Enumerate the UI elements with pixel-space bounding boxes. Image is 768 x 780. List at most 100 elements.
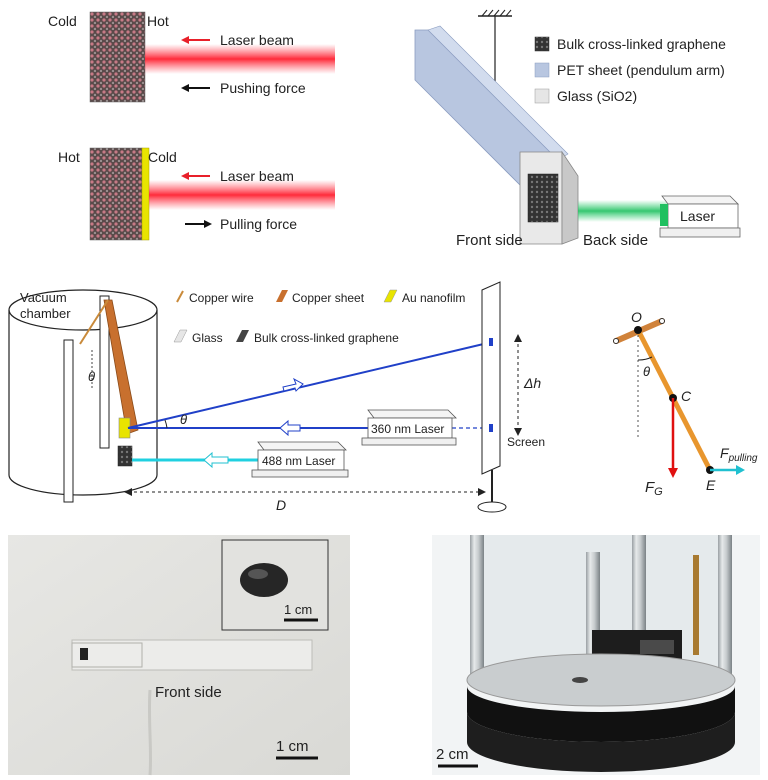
label-fg: FG — [645, 479, 663, 498]
graphene-photo — [80, 648, 88, 660]
screen-spot-top — [489, 338, 493, 346]
distance-label: D — [276, 497, 286, 513]
panel-a: Cold Hot Laser beam Pushing force Hot Co… — [48, 11, 335, 241]
photo-e-shadow-line — [147, 689, 153, 776]
laser-beam-bottom — [149, 180, 335, 210]
laser-488-label: 488 nm Laser — [262, 454, 335, 468]
front-side-label: Front side — [456, 232, 523, 249]
pushing-force-label: Pushing force — [220, 80, 306, 96]
pet-strip — [71, 639, 313, 671]
panel-d: O θ C E FG Fpulling — [613, 309, 758, 498]
laser-aperture — [660, 204, 668, 226]
screen-panel — [481, 281, 501, 475]
gravity-arrowhead — [668, 468, 678, 478]
laser-488-top — [257, 441, 347, 451]
delta-h-arrowhead-top — [514, 334, 522, 342]
base-plate — [466, 653, 736, 707]
reflected-blue-beam — [127, 341, 493, 429]
laser-base — [659, 227, 741, 238]
sample-bottom — [89, 147, 143, 241]
panel-b: Laser Front side Back side Bulk cross-li… — [414, 9, 741, 249]
incident-beam-arrow — [279, 419, 301, 437]
screen-spot-bottom — [489, 424, 493, 432]
pushing-arrowhead — [181, 84, 189, 92]
delta-h-label: Δh — [523, 375, 541, 391]
legend-label-copper-wire: Copper wire — [189, 291, 254, 305]
pet-sheet-side — [427, 25, 569, 161]
rod-right — [99, 295, 110, 449]
chamber-bottom — [8, 474, 158, 496]
laser-360-label: 360 nm Laser — [371, 422, 444, 436]
label-c: C — [681, 388, 692, 404]
legend-label-graphene-c: Bulk cross-linked graphene — [254, 331, 399, 345]
laser-360-top — [367, 409, 457, 419]
screen-label: Screen — [507, 435, 545, 449]
base-ring-lower — [467, 712, 735, 772]
distance-arrowhead-right — [478, 488, 486, 496]
laser-488-base — [251, 469, 349, 478]
glass-frame-side — [561, 150, 579, 245]
copper-wire — [79, 299, 109, 345]
legend-label-graphene: Bulk cross-linked graphene — [557, 36, 726, 52]
theta-arc-d — [637, 356, 653, 361]
legend-label-copper-sheet: Copper sheet — [292, 291, 365, 305]
base-hole — [572, 677, 588, 683]
pulling-force-label: Pulling force — [220, 216, 297, 232]
laser-beam-label-top: Laser beam — [220, 32, 294, 48]
panel-e-photo: Front side 1 cm 1 cm — [8, 535, 350, 776]
legend-label-glass-c: Glass — [192, 331, 223, 345]
theta-label-beam: θ — [180, 412, 187, 427]
pulling-force-arrowhead — [736, 465, 745, 475]
cold-label-top: Cold — [48, 13, 77, 29]
distance-arrowhead-left — [124, 488, 132, 496]
legend-label-glass: Glass (SiO2) — [557, 88, 637, 104]
legend-label-au: Au nanofilm — [402, 291, 465, 305]
front-side-photo-label: Front side — [155, 684, 222, 701]
laser-360-base — [361, 437, 457, 446]
label-o: O — [631, 309, 642, 325]
theta-arc — [164, 419, 168, 429]
scale-label-e: 1 cm — [276, 738, 309, 755]
reflected-beam-arrow — [282, 377, 304, 392]
base-ring — [467, 686, 735, 742]
laser-arrowhead-bottom — [181, 172, 189, 180]
graphene-block — [527, 173, 559, 223]
label-fpulling: Fpulling — [720, 445, 758, 464]
point-o — [634, 326, 642, 334]
cold-label-bottom: Cold — [148, 149, 177, 165]
ceiling-hatch — [481, 9, 512, 17]
legend-swatch-graphene-c — [236, 330, 249, 342]
legend-swatch-au — [383, 289, 398, 303]
label-e: E — [706, 477, 716, 493]
sample-holder-slot — [640, 640, 674, 654]
laser-beam-label-bottom: Laser beam — [220, 168, 294, 184]
laser-arrowhead-top — [181, 36, 189, 44]
inset-graphene-chunk — [240, 563, 288, 597]
back-side-label: Back side — [583, 232, 648, 249]
pulling-arrowhead — [204, 220, 212, 228]
legend-swatch-copper-wire — [176, 290, 184, 303]
pivot-left — [613, 338, 619, 344]
legend-swatch-copper-sheet — [276, 290, 288, 302]
laser-label: Laser — [680, 208, 715, 224]
tube-left-edge — [470, 535, 484, 680]
legend-label-pet: PET sheet (pendulum arm) — [557, 62, 725, 78]
inset-scale-label: 1 cm — [284, 602, 312, 617]
label-theta-d: θ — [643, 364, 650, 379]
panel-f-photo: 2 cm — [432, 535, 760, 775]
legend-swatch-glass — [534, 88, 550, 104]
delta-h-arrowhead-bottom — [514, 428, 522, 436]
scale-label-f: 2 cm — [436, 746, 469, 763]
chamber-label-1: Vacuum — [20, 290, 67, 305]
laser-beam-top — [145, 44, 335, 74]
legend-swatch-pet — [534, 62, 550, 78]
pivot-right — [659, 318, 665, 324]
tube-right-edge — [718, 535, 732, 680]
chamber-label-2: chamber — [20, 306, 71, 321]
laser-box-top — [661, 195, 739, 205]
legend-swatch-graphene — [534, 36, 550, 52]
screen-base — [477, 501, 507, 513]
hot-label-top: Hot — [147, 13, 169, 29]
glass-frame-photo — [71, 642, 143, 668]
